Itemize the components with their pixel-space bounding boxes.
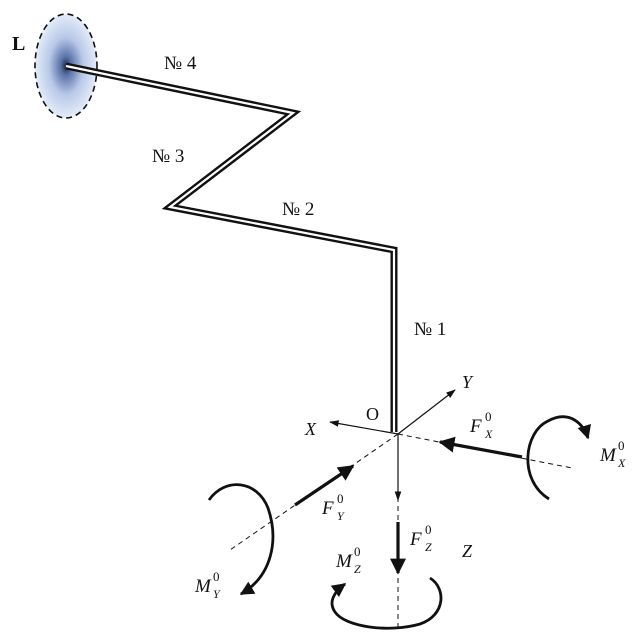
- svg-text:M: M: [194, 576, 212, 597]
- svg-text:0: 0: [213, 569, 220, 584]
- svg-text:F: F: [409, 529, 422, 550]
- svg-text:X: X: [617, 456, 626, 470]
- svg-text:F: F: [321, 498, 334, 519]
- y-axis-arrow: [397, 389, 456, 435]
- svg-text:M: M: [335, 551, 353, 572]
- origin-label: O: [366, 404, 379, 424]
- force-y-arrow: [294, 464, 355, 507]
- svg-text:Y: Y: [337, 509, 345, 523]
- force-z-label: F 0 Z: [409, 522, 432, 554]
- force-x-label: F 0 X: [469, 409, 493, 441]
- svg-text:0: 0: [337, 491, 344, 506]
- moment-y-arrow: [207, 483, 275, 596]
- axis-x-label: X: [304, 419, 317, 439]
- forces: [294, 436, 523, 575]
- reference-lines: [229, 433, 573, 630]
- moments: [207, 415, 591, 630]
- segment-1-label: № 1: [414, 319, 446, 340]
- svg-text:0: 0: [485, 409, 492, 424]
- svg-text:M: M: [599, 445, 617, 466]
- svg-text:X: X: [484, 427, 493, 441]
- force-y-label: F 0 Y: [321, 491, 345, 523]
- x-axis-arrow: [329, 420, 399, 435]
- segment-2-label: № 2: [282, 199, 314, 220]
- segment-3-label: № 3: [152, 146, 184, 167]
- svg-text:F: F: [469, 416, 482, 437]
- moment-z-arrow: [330, 576, 443, 630]
- svg-text:0: 0: [354, 544, 361, 559]
- svg-text:0: 0: [618, 438, 625, 453]
- axis-y-label: Y: [462, 372, 474, 392]
- axis-z-label: Z: [462, 541, 473, 561]
- svg-text:Y: Y: [213, 587, 221, 601]
- segment-4-label: № 4: [164, 53, 197, 74]
- force-x-arrow: [438, 436, 523, 459]
- coordinate-axes: [329, 389, 456, 501]
- load-label: L: [12, 33, 25, 55]
- moment-z-label: M 0 Z: [335, 544, 361, 576]
- svg-text:Z: Z: [354, 562, 361, 576]
- svg-text:Z: Z: [425, 540, 432, 554]
- moment-y-label: M 0 Y: [194, 569, 221, 601]
- moment-x-label: M 0 X: [599, 438, 626, 470]
- svg-text:0: 0: [425, 522, 432, 537]
- pipeline: [65, 62, 398, 432]
- moment-x-arrow: [526, 415, 591, 501]
